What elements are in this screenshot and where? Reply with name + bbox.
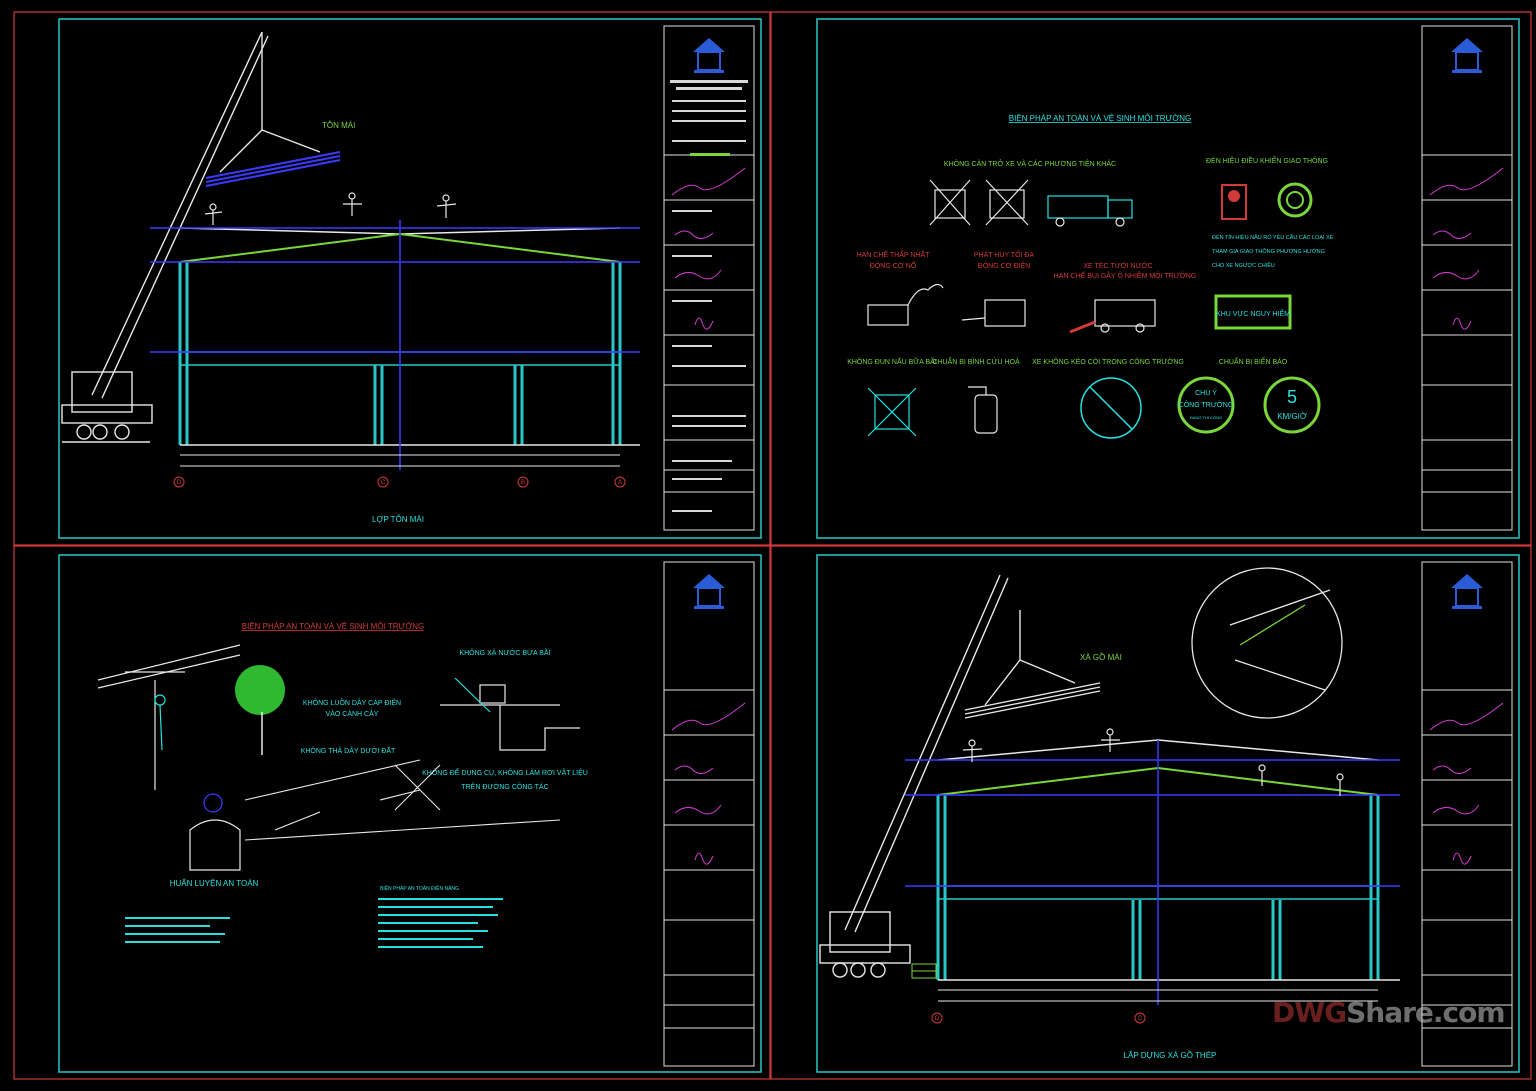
sheet-title: BIỆN PHÁP AN TOÀN VÀ VỆ SINH MÔI TRƯỜNG [1009, 114, 1191, 123]
company-logo-icon [1451, 38, 1483, 73]
worker-icon [189, 793, 241, 871]
speed-unit: KM/GIỜ [1277, 412, 1307, 421]
sheet-caption: LỢP TÔN MÁI [372, 515, 424, 524]
company-logo-icon [693, 38, 725, 73]
no-horn-icon [1080, 377, 1142, 439]
speed-limit-sign: 5 KM/GIỜ [1263, 376, 1321, 434]
sheet-3[interactable]: BIỆN PHÁP AN TOÀN VÀ VỆ SINH MÔI TRƯỜNG … [58, 554, 762, 1073]
crane-icon [61, 31, 321, 443]
sheet-2[interactable]: BIỆN PHÁP AN TOÀN VÀ VỆ SINH MÔI TRƯỜNG … [816, 18, 1520, 539]
notes-title: BIỆN PHÁP AN TOÀN ĐIỆN NĂNG [380, 884, 459, 892]
workers-icon [204, 192, 457, 225]
axis-a: A [618, 480, 622, 486]
no-cook-icon [867, 387, 917, 437]
label-ground: KHÔNG THẢ DÂY DƯỚI ĐẤT [301, 745, 396, 755]
caution-sign: CHÚ Ý CÔNG TRƯỜNG ĐANG THI CÔNG [1177, 376, 1235, 434]
axis-c: C [1138, 1016, 1143, 1022]
signal-note-1: ĐÈN TÍN HIỆU NẦU RỔ YÊU CẦU CÁC LOẠI XE [1212, 233, 1334, 241]
sheet-caption: LẮP DỰNG XÀ GỒ THÉP [1124, 1050, 1217, 1060]
traffic-light-icon [1221, 182, 1313, 220]
label-extinguisher: CHUẨN BỊ BÌNH CỨU HOẢ [932, 357, 1020, 366]
workers-icon [962, 728, 1344, 796]
notes-right [378, 898, 503, 948]
axis-c: C [381, 480, 386, 486]
title-block [1421, 561, 1513, 1067]
signal-note-2: THAM GIA GIAO THÔNG PHƯƠNG HƯỚNG [1212, 248, 1325, 255]
extinguisher-icon [968, 386, 998, 434]
power-pole-icon [97, 644, 241, 790]
sheet-1[interactable]: TÔN MÁI [58, 18, 762, 539]
label-cable-1: KHÔNG LUỒN DÂY CÁP ĐIỆN [303, 697, 401, 707]
signature-lines [671, 702, 746, 865]
label-training: HUẤN LUYỆN AN TOÀN [170, 878, 259, 888]
axis-labels [931, 1012, 1146, 1024]
trucks-icon [929, 179, 1133, 227]
label-sign-board: CHUẨN BỊ BIỂN BÁO [1219, 357, 1288, 366]
label-signal: ĐÈN HIỆU ĐIỀU KHIỂN GIAO THÔNG [1206, 155, 1328, 165]
signature-lines [1429, 702, 1504, 865]
block-text-lines [670, 80, 748, 512]
roof-sheets [205, 151, 341, 187]
company-logo-icon [1451, 574, 1483, 609]
callout-label: XÀ GỒ MÁI [1080, 652, 1122, 662]
label-no-block: KHÔNG CẢN TRỞ XE VÀ CÁC PHƯƠNG TIỆN KHÁC [944, 159, 1116, 168]
label-no-water: KHÔNG XẢ NƯỚC BỪA BÃI [459, 648, 550, 657]
danger-zone-label: KHU VỰC NGUY HIỂM [1216, 309, 1290, 318]
watermark-part1: DWG [1272, 996, 1347, 1029]
label-limit-engine-1: HẠN CHẾ THẤP NHẤT [857, 249, 931, 259]
speed-number: 5 [1287, 387, 1297, 407]
water-pump-icon [440, 677, 580, 751]
axis-b: B [521, 480, 525, 486]
watermark-part2: Share [1346, 996, 1434, 1029]
caution-1: CHÚ Ý [1195, 388, 1217, 397]
callout-label: TÔN MÁI [322, 121, 355, 130]
axis-d: D [177, 480, 182, 486]
company-logo-icon [693, 574, 725, 609]
axis-labels [173, 476, 626, 488]
road-icon [244, 759, 561, 841]
label-max-power-2: ĐỘNG CƠ ĐIỆN [978, 261, 1031, 270]
notes-left [125, 917, 230, 943]
label-tools-2: TRÊN ĐƯỜNG CÔNG TÁC [461, 782, 548, 791]
sheet-borders [13, 11, 1532, 1080]
title-block [663, 25, 755, 531]
label-water-2: HẠN CHẾ BỤI GÂY Ô NHIỄM MÔI TRƯỜNG [1054, 270, 1196, 280]
label-water-1: XE TÉC TƯỚI NƯỚC [1083, 261, 1152, 270]
label-max-power-1: PHÁT HUY TỐI ĐA [974, 249, 1035, 259]
label-no-horn: XE KHÔNG KÉO CÒI TRONG CÔNG TRƯỜNG [1032, 357, 1184, 366]
title-block [1421, 25, 1513, 531]
sheet-4[interactable]: XÀ GỒ MÁI [816, 554, 1520, 1073]
signature-lines [671, 167, 746, 330]
building-frame [905, 739, 1400, 1005]
label-limit-engine-2: ĐỘNG CƠ NỔ [870, 261, 917, 270]
watermark: DWGShare.com [1272, 996, 1532, 1036]
crane-icon [819, 574, 1076, 978]
label-cable-2: VÀO CÀNH CÂY [326, 709, 379, 718]
caution-2: CÔNG TRƯỜNG [1179, 400, 1234, 409]
material-stack [911, 963, 937, 979]
detail-circle [1191, 567, 1343, 719]
engine-icons [867, 283, 1156, 334]
sheet-title: BIỆN PHÁP AN TOÀN VÀ VỆ SINH MÔI TRƯỜNG [242, 622, 424, 631]
axis-d: D [935, 1016, 940, 1022]
danger-zone-sign: KHU VỰC NGUY HIỂM [1214, 294, 1292, 330]
title-block [663, 561, 755, 1067]
caution-3: ĐANG THI CÔNG [1190, 415, 1222, 420]
tree-icon [235, 665, 285, 755]
purlins [964, 682, 1101, 719]
watermark-part3: .com [1432, 996, 1506, 1029]
label-tools-1: KHÔNG ĐỂ DỤNG CỤ, KHÔNG LÀM RƠI VẬT LIỆU [422, 768, 588, 777]
signal-note-3: CHO XE NGƯỢC CHIỀU [1212, 262, 1275, 269]
building-frame [150, 220, 640, 470]
signature-lines [1429, 167, 1504, 330]
label-no-cook: KHÔNG ĐUN NẤU BỮA BÃI [847, 356, 937, 366]
